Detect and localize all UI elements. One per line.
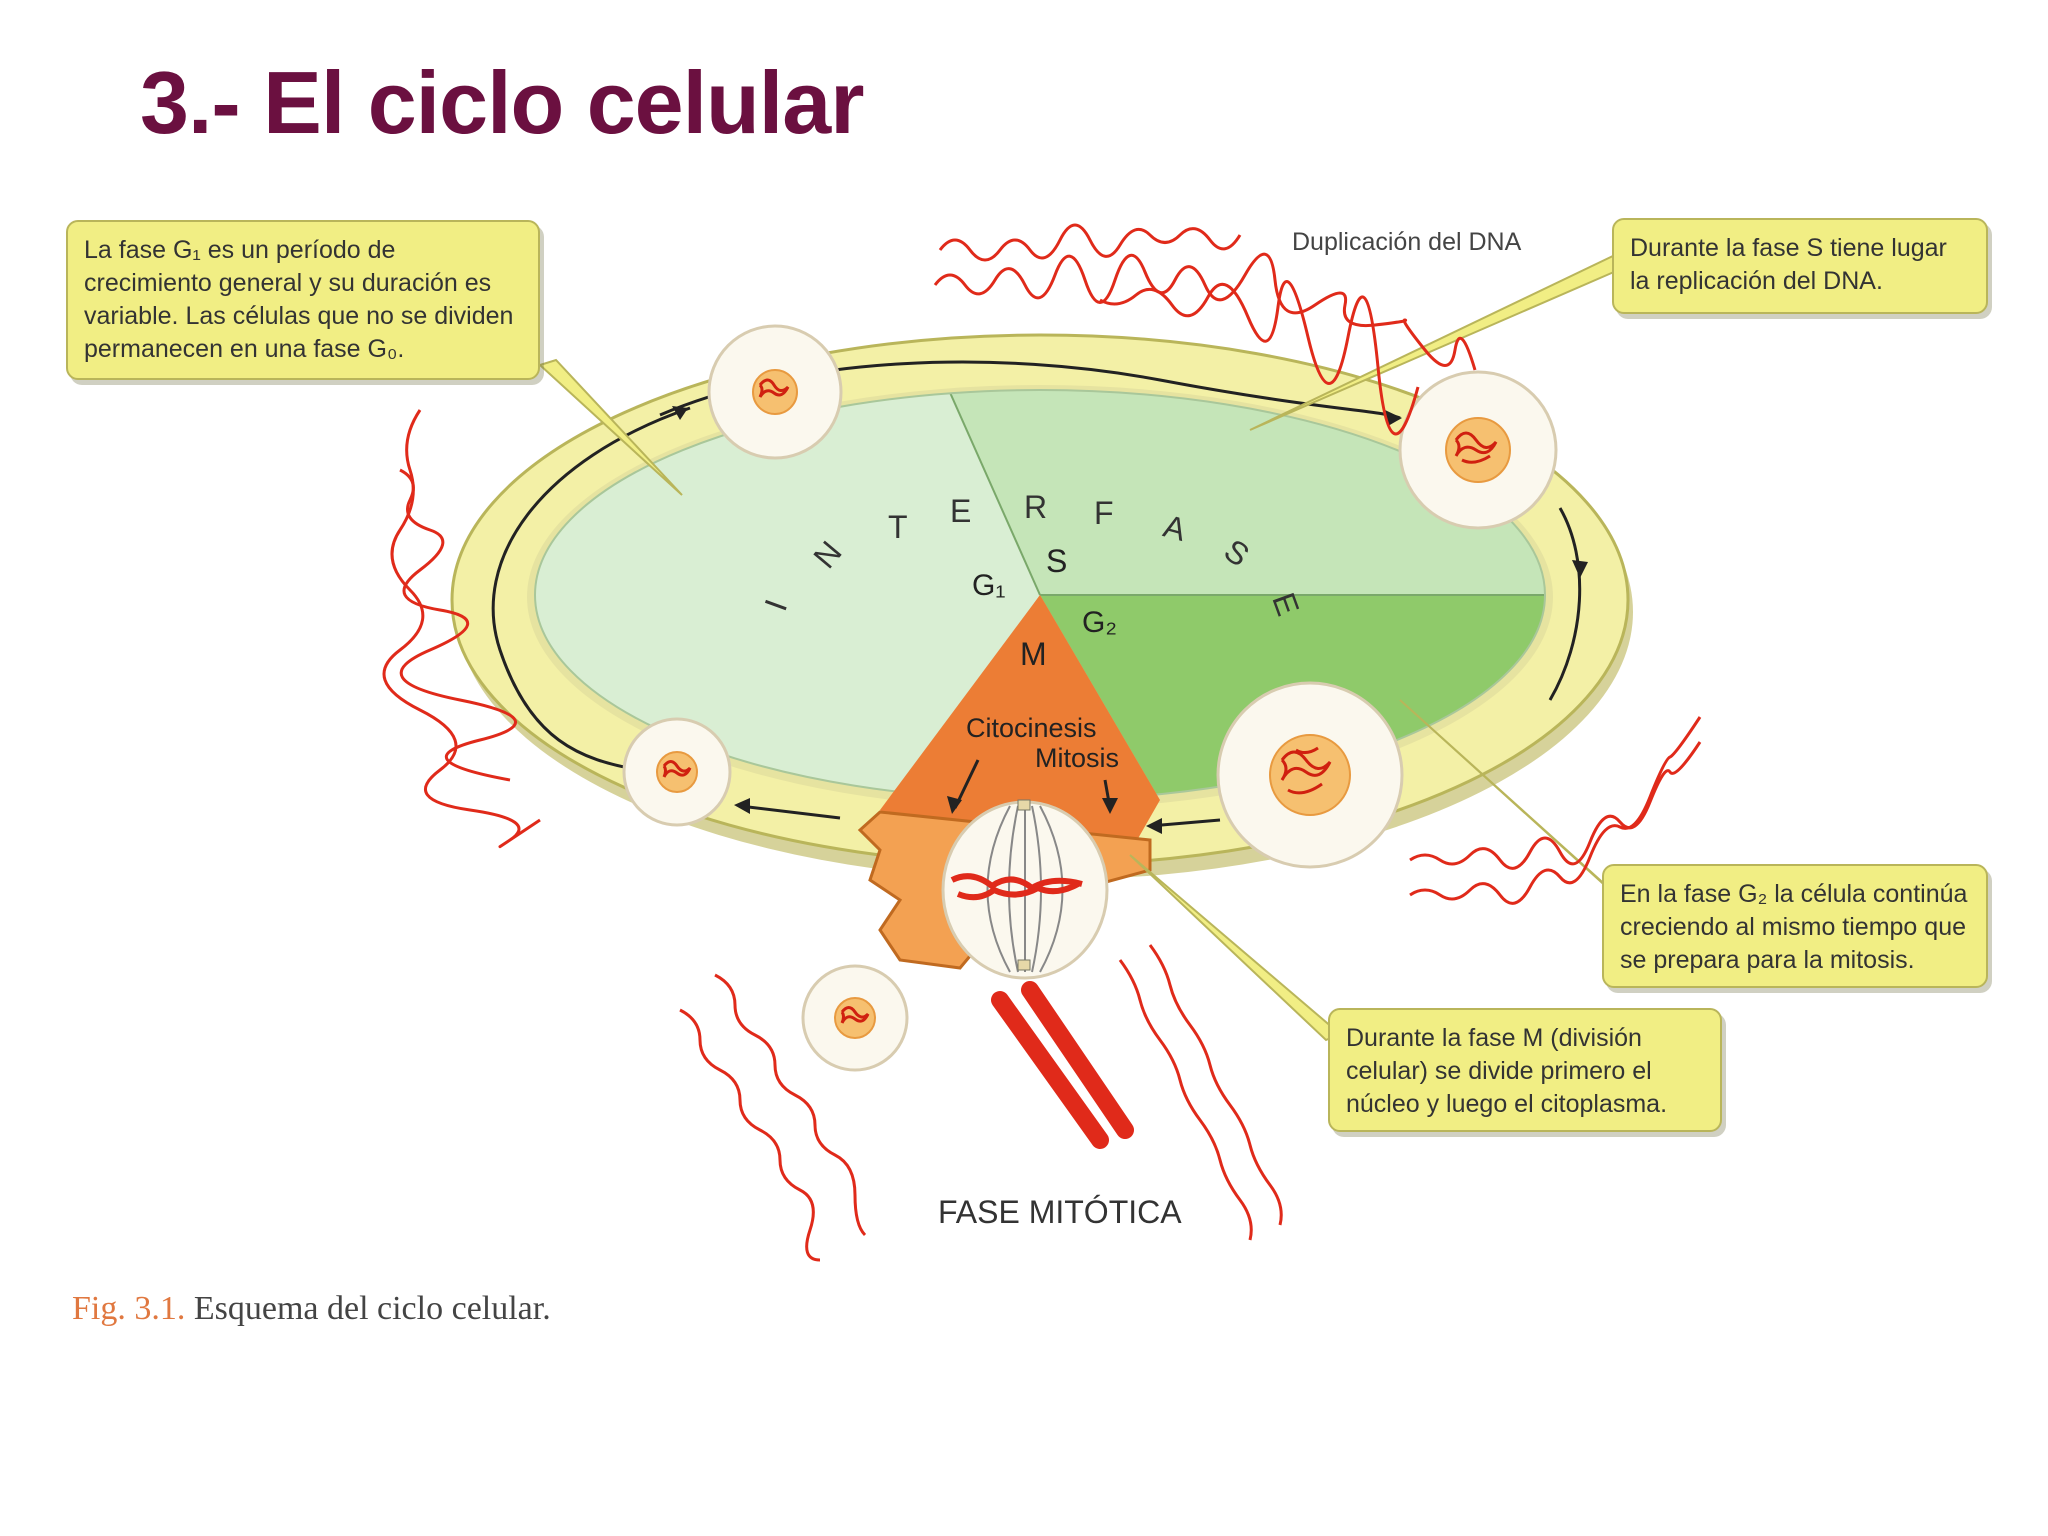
interphase-letter-4: E xyxy=(950,493,971,529)
mitosis-label: Mitosis xyxy=(1035,743,1119,773)
dna-strands xyxy=(382,223,1702,1262)
cell-g1-top xyxy=(707,324,843,460)
cell-s-right xyxy=(1398,370,1558,530)
callout-g2: En la fase G₂ la célula continúa crecien… xyxy=(1602,864,1988,988)
cell-daughter-bottom xyxy=(801,964,909,1072)
callout-m: Durante la fase M (división celular) se … xyxy=(1328,1008,1722,1132)
figure-caption-text: Esquema del ciclo celular. xyxy=(193,1290,551,1327)
phase-s-label: S xyxy=(1046,543,1067,579)
cell-g1-left xyxy=(622,717,732,827)
callout-g1: La fase G₁ es un período de crecimiento … xyxy=(66,220,540,380)
cytokinesis-label: Citocinesis xyxy=(966,713,1097,743)
cell-dividing xyxy=(941,799,1109,980)
pointer-m xyxy=(1129,854,1342,1042)
cycle-arrow-right xyxy=(1548,507,1582,701)
slide-title: 3.- El ciclo celular xyxy=(140,53,864,152)
cycle-arrow-bottom-left xyxy=(739,804,841,820)
interphase-letter-3: T xyxy=(888,509,908,545)
mitotic-phase-label: FASE MITÓTICA xyxy=(938,1194,1182,1230)
chromosome xyxy=(991,981,1134,1149)
figure-caption: Fig. 3.1. Esquema del ciclo celular. xyxy=(72,1290,551,1328)
interphase-letter-6: F xyxy=(1094,495,1114,531)
cycle-arrow-left xyxy=(491,406,691,772)
dna-duplication-label: Duplicación del DNA xyxy=(1292,228,1522,256)
pointer-g1 xyxy=(538,358,683,496)
cell-g2-bottom-right xyxy=(1216,681,1404,869)
callout-s: Durante la fase S tiene lugar la replica… xyxy=(1612,218,1988,314)
figure-number: Fig. 3.1. xyxy=(72,1290,186,1327)
phase-g2-label: G₂ xyxy=(1082,606,1117,639)
phase-g1-label: G₁ xyxy=(972,569,1005,602)
interphase-letter-5: R xyxy=(1024,489,1047,525)
phase-m-label: M xyxy=(1020,636,1047,672)
